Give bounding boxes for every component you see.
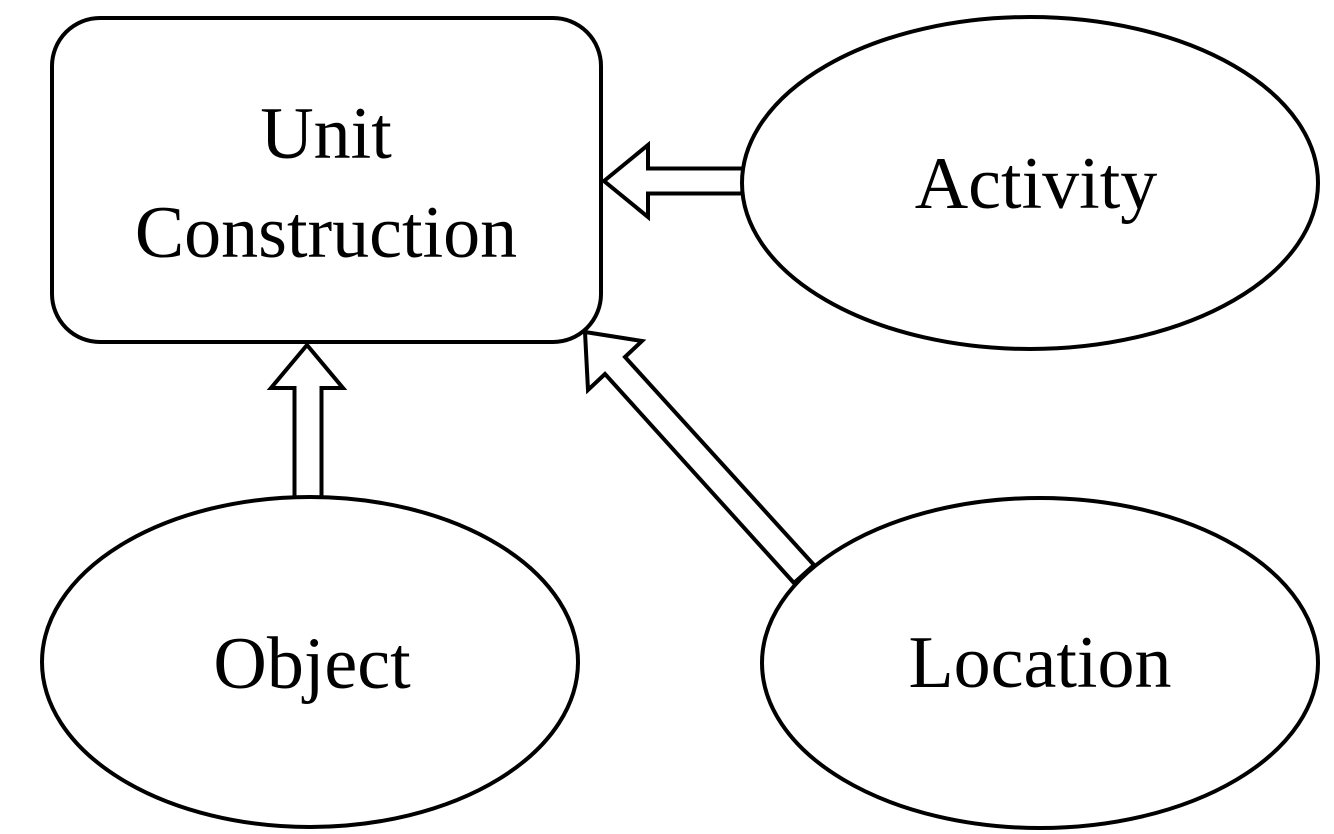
- object-label: Object: [213, 623, 411, 705]
- arrow-location-to-unit-construction: [582, 329, 817, 586]
- location-label: Location: [908, 622, 1171, 704]
- unit-construction-label-line-1: Unit: [260, 93, 392, 175]
- activity-label: Activity: [915, 143, 1158, 225]
- unit-construction-label-line-2: Construction: [135, 192, 517, 274]
- location-node: [760, 496, 1320, 830]
- arrow-object-to-unit-construction: [266, 341, 348, 504]
- diagram-nodes: [40, 15, 1320, 830]
- activity-node: [740, 15, 1320, 351]
- object-node: [40, 495, 580, 829]
- unit-construction-node: [50, 16, 603, 344]
- arrow-activity-to-unit-construction: [600, 140, 748, 222]
- diagram-labels: Unit Construction Activity Object Locati…: [135, 93, 1172, 705]
